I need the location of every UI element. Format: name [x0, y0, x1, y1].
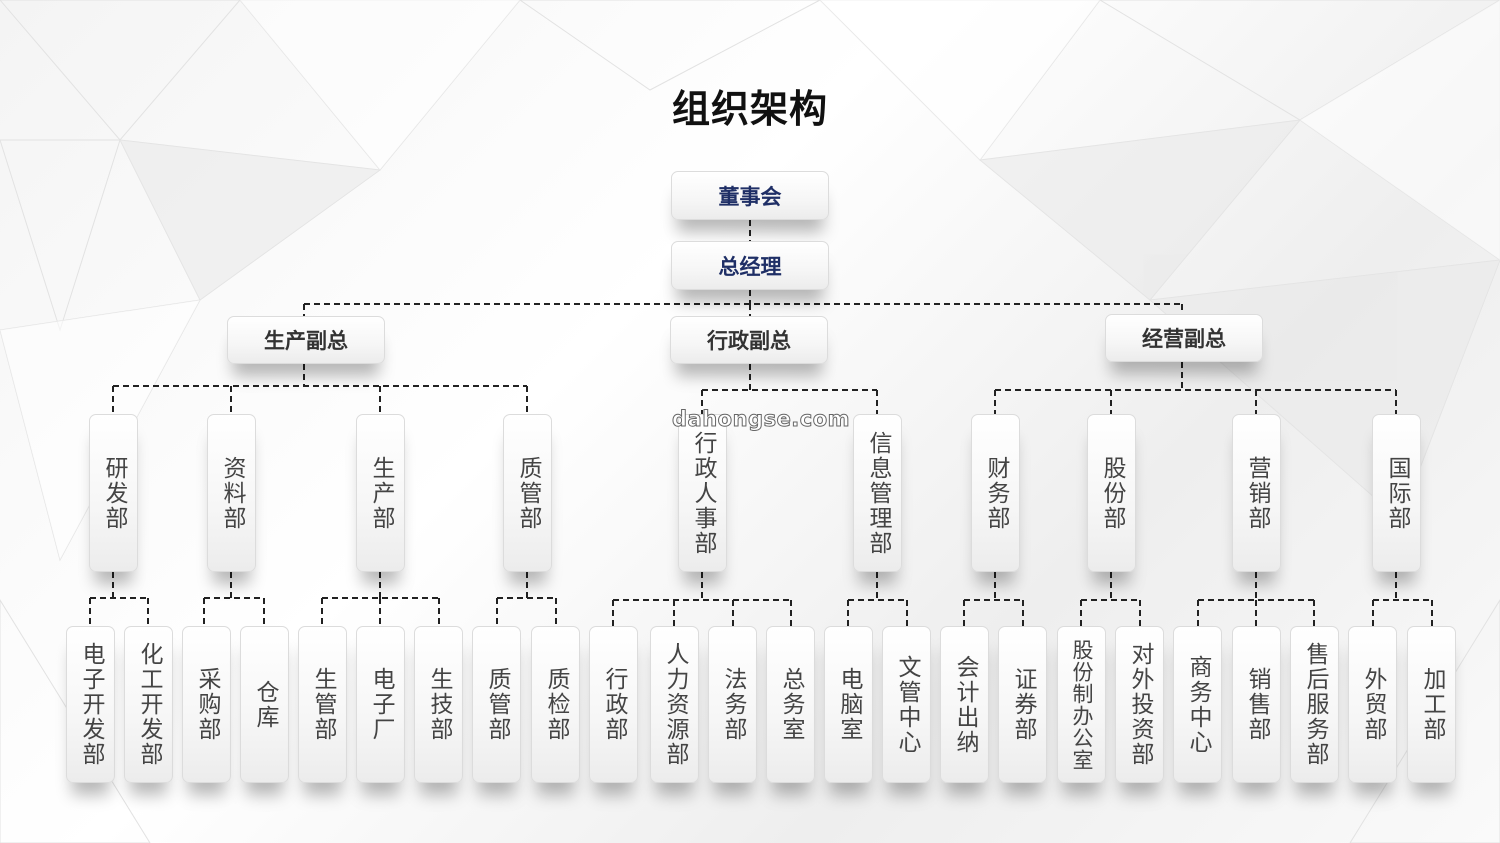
dept-label: 信息管理部: [865, 430, 891, 556]
node-administration: 行政部: [589, 626, 638, 783]
node-foreign-trade: 外贸部: [1348, 626, 1397, 783]
node-general-office: 总务室: [766, 626, 815, 783]
dept-label: 质管部: [515, 455, 541, 531]
node-electronics-factory: 电子厂: [356, 626, 405, 783]
node-warehouse: 仓库: [240, 626, 289, 783]
dept-label: 生产部: [368, 455, 394, 531]
subunit-label: 电子厂: [368, 667, 394, 742]
node-general-manager: 总经理: [671, 241, 829, 290]
node-dept-shares: 股份部: [1087, 414, 1136, 572]
node-dept-admin-hr: 行政人事部: [678, 414, 727, 572]
subunit-label: 文管中心: [894, 654, 920, 755]
subunit-label: 仓库: [252, 679, 278, 730]
subunit-label: 加工部: [1419, 667, 1445, 742]
subunit-label: 行政部: [601, 667, 627, 742]
node-business-center: 商务中心: [1173, 626, 1222, 783]
node-vp-admin: 行政副总: [670, 316, 828, 364]
node-legal: 法务部: [708, 626, 757, 783]
node-document-center: 文管中心: [882, 626, 931, 783]
subunit-label: 采购部: [194, 667, 220, 742]
subunit-label: 人力资源部: [662, 642, 688, 767]
node-board: 董事会: [671, 171, 829, 220]
node-shares-office: 股份制办公室: [1057, 626, 1106, 783]
dept-label: 行政人事部: [690, 430, 716, 556]
node-dept-materials: 资料部: [207, 414, 256, 572]
subunit-label: 会计出纳: [952, 654, 978, 755]
node-vp-production: 生产副总: [227, 316, 385, 364]
dept-label: 股份部: [1099, 455, 1125, 531]
subunit-label: 电脑室: [836, 667, 862, 742]
node-dept-info-mgmt: 信息管理部: [853, 414, 902, 572]
node-sales: 销售部: [1232, 626, 1281, 783]
subunit-label: 销售部: [1244, 667, 1270, 742]
subunit-label: 总务室: [778, 667, 804, 742]
node-prod-mgmt: 生管部: [298, 626, 347, 783]
subunit-label: 法务部: [720, 667, 746, 742]
node-purchasing: 采购部: [182, 626, 231, 783]
node-securities: 证券部: [998, 626, 1047, 783]
dept-label: 国际部: [1384, 455, 1410, 531]
node-dept-production: 生产部: [356, 414, 405, 572]
watermark-text: dahongse.com: [671, 407, 851, 432]
node-vp-business: 经营副总: [1105, 314, 1263, 362]
node-dept-rd: 研发部: [89, 414, 138, 572]
subunit-label: 商务中心: [1185, 654, 1211, 755]
dept-label: 研发部: [101, 455, 127, 531]
node-dept-international: 国际部: [1372, 414, 1421, 572]
node-dept-finance: 财务部: [971, 414, 1020, 572]
subunit-label: 化工开发部: [136, 642, 162, 767]
node-computer-room: 电脑室: [824, 626, 873, 783]
subunit-label: 质管部: [484, 667, 510, 742]
dept-label: 资料部: [219, 455, 245, 531]
subunit-label: 生管部: [310, 667, 336, 742]
dept-label: 营销部: [1244, 455, 1270, 531]
node-processing: 加工部: [1407, 626, 1456, 783]
subunit-label: 外贸部: [1360, 667, 1386, 742]
node-quality-inspection: 质检部: [531, 626, 580, 783]
node-human-resources: 人力资源部: [650, 626, 699, 783]
node-chemical-dev: 化工开发部: [124, 626, 173, 783]
page-title: 组织架构: [671, 87, 828, 131]
subunit-label: 电子开发部: [78, 642, 104, 767]
node-dept-marketing: 营销部: [1232, 414, 1281, 572]
subunit-label: 证券部: [1010, 667, 1036, 742]
node-after-sales: 售后服务部: [1290, 626, 1339, 783]
node-external-investment: 对外投资部: [1115, 626, 1164, 783]
node-dept-quality: 质管部: [503, 414, 552, 572]
subunit-label: 生技部: [426, 667, 452, 742]
node-accounting-cashier: 会计出纳: [940, 626, 989, 783]
dept-label: 财务部: [983, 455, 1009, 531]
subunit-label: 售后服务部: [1302, 642, 1328, 767]
subunit-label: 质检部: [543, 667, 569, 742]
node-electronic-dev: 电子开发部: [66, 626, 115, 783]
subunit-label: 股份制办公室: [1070, 638, 1094, 771]
node-quality-mgmt: 质管部: [472, 626, 521, 783]
node-prod-tech: 生技部: [414, 626, 463, 783]
subunit-label: 对外投资部: [1127, 642, 1153, 767]
